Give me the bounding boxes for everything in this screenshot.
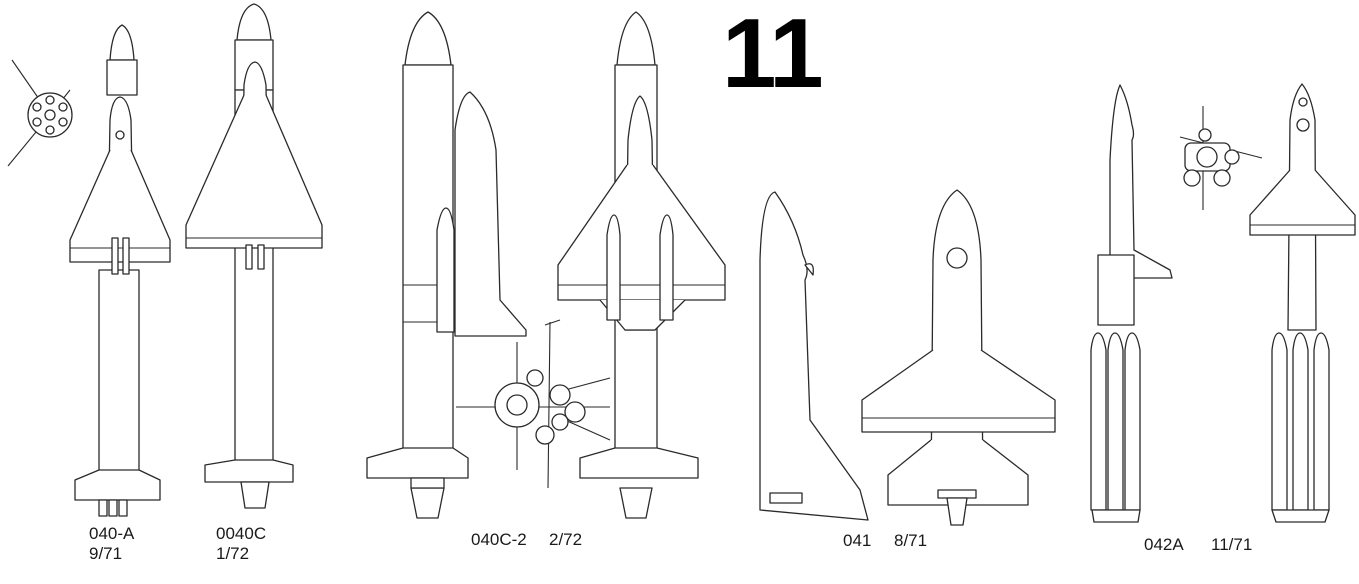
vehicle-040c2-end-view <box>456 319 611 489</box>
label-042a-name: 042A <box>1144 535 1184 554</box>
vehicle-042a-top-view <box>1249 83 1356 523</box>
vehicle-040a-stack <box>7 24 171 517</box>
label-041-name: 041 <box>843 531 872 550</box>
label-040c2-name: 040C-2 <box>471 530 527 549</box>
vehicle-0040c-stack <box>185 3 323 509</box>
label-0040c-date: 1/72 <box>216 544 250 563</box>
vehicle-041-side-view <box>759 191 869 521</box>
label-040c2-date: 2/72 <box>549 530 583 549</box>
vehicle-040a-end-view <box>7 59 73 167</box>
label-042a-date: 11/71 <box>1211 535 1253 554</box>
vehicle-040c2-top-view <box>557 11 726 519</box>
vehicle-041-top-view <box>861 189 1056 526</box>
label-0040c-name: 0040C <box>216 524 267 543</box>
label-041-date: 8/71 <box>894 531 928 550</box>
label-040a-name: 040-A <box>89 524 135 543</box>
page-number: 11 <box>722 0 824 108</box>
label-040a-date: 9/71 <box>89 544 123 563</box>
vehicle-040c2-side-view <box>366 11 527 519</box>
vehicle-042a-end-view <box>1179 106 1263 210</box>
vehicle-042a-side-view <box>1090 84 1173 523</box>
